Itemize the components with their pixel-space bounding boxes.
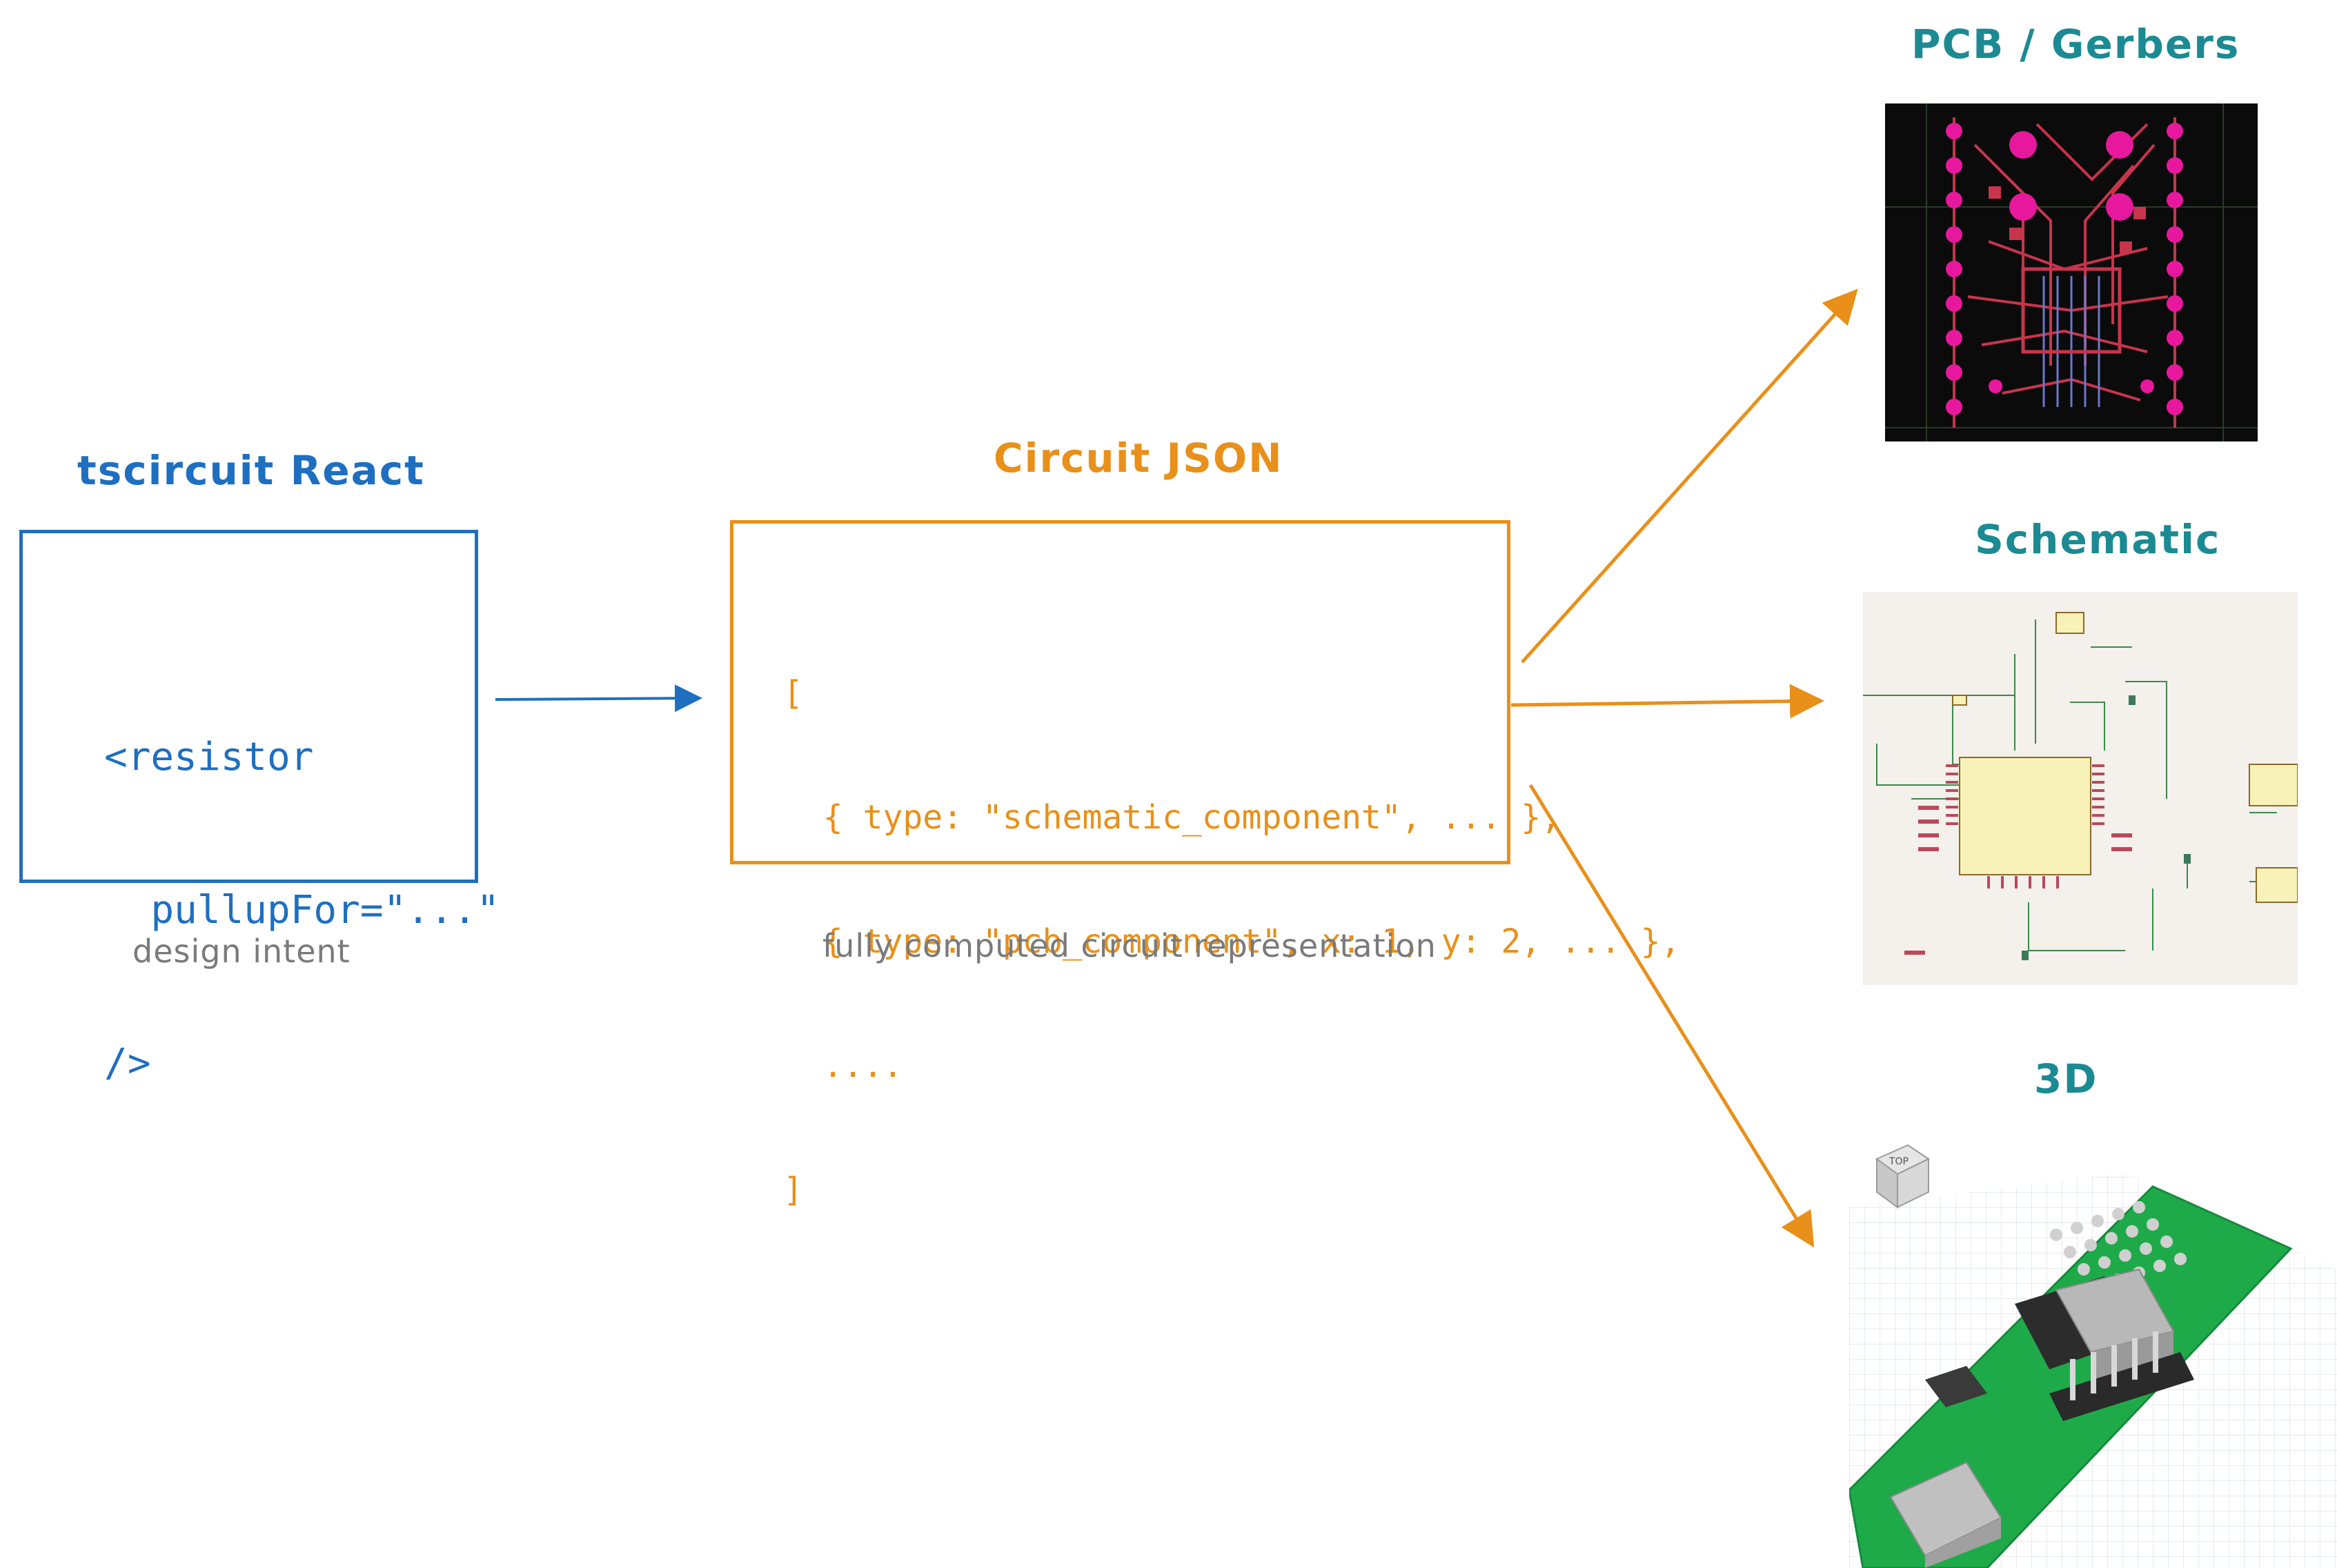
json-code-line: { type: "pcb_component", x: 1, y: 2, ...… [783, 922, 1681, 961]
arrow-json-to-pcb [1521, 288, 1858, 664]
json-code: [ { type: "schematic_component", ... }, … [783, 590, 1680, 1293]
schematic-image [1863, 592, 2298, 985]
arrow-json-to-schematic [1510, 684, 1824, 719]
nav-cube-label: TOP [1889, 1156, 1909, 1167]
json-caption: fully computed circuit representation [822, 927, 1437, 964]
nav-cube[interactable]: TOP [1875, 1144, 1931, 1209]
pcb-image [1885, 103, 2258, 441]
arrow-json-to-3d [1528, 784, 1815, 1248]
react-title: tscircuit React [77, 447, 425, 494]
react-code-line: pullupFor="..." [104, 888, 500, 933]
react-code-line: /> [104, 1041, 151, 1086]
schematic-title: Schematic [1975, 516, 2221, 563]
json-box: [ { type: "schematic_component", ... }, … [730, 520, 1680, 1209]
threed-image: TOP [1849, 1131, 2337, 1568]
pcb-title: PCB / Gerbers [1911, 21, 2240, 68]
json-code-line: .... [783, 1046, 903, 1085]
threed-title: 3D [2034, 1055, 2098, 1102]
react-box: <resistor pullupFor="..." /> [19, 530, 500, 1086]
json-code-line: ] [783, 1171, 803, 1209]
json-title: Circuit JSON [994, 435, 1283, 482]
json-code-line: { type: "schematic_component", ... }, [783, 798, 1561, 837]
json-code-line: [ [783, 674, 803, 713]
arrow-react-to-json [495, 684, 702, 713]
react-caption: design intent [132, 933, 351, 970]
react-code-line: <resistor [104, 735, 314, 780]
react-code: <resistor pullupFor="..." /> [104, 630, 500, 1191]
